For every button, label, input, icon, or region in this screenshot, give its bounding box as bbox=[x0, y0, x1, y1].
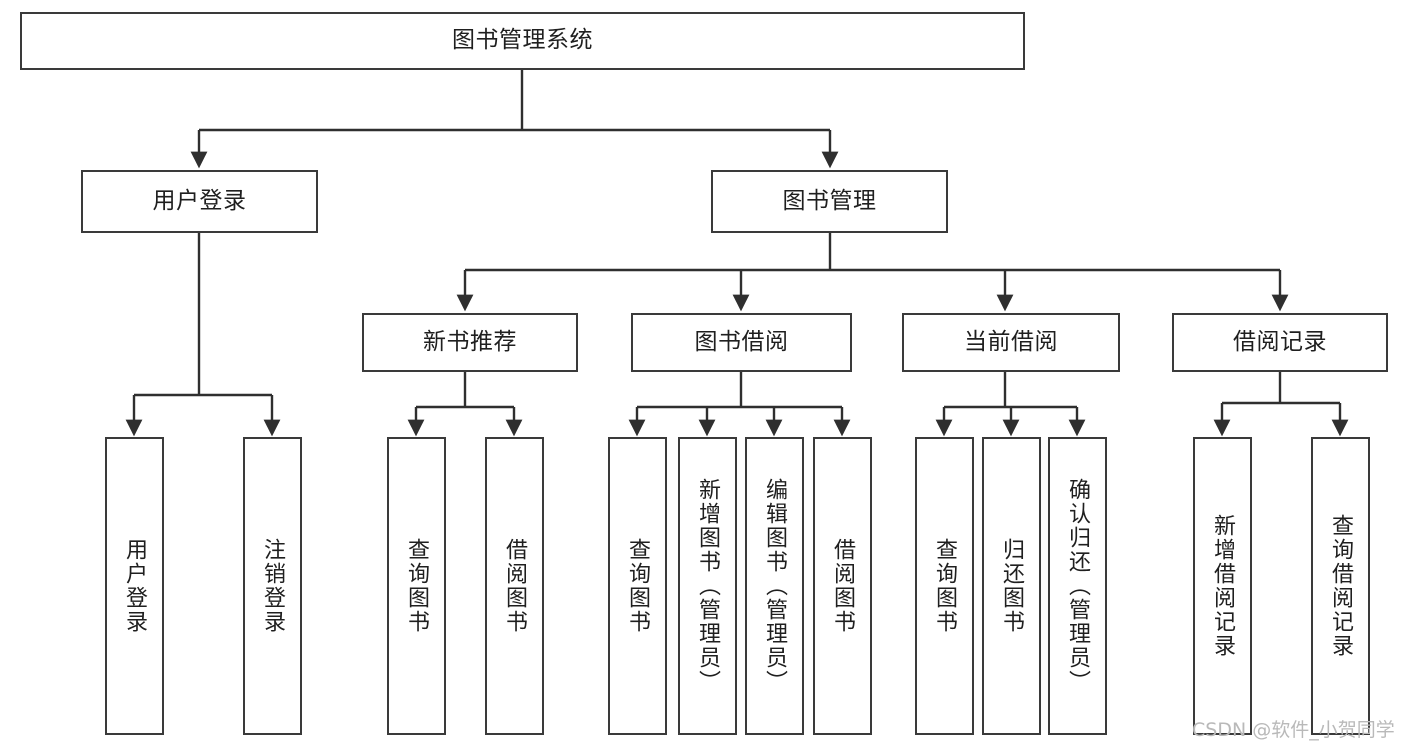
node-book-borrow[interactable]: 图书借阅 bbox=[631, 313, 852, 372]
node-label: 查询图书 bbox=[625, 538, 651, 634]
node-new-book-recommend[interactable]: 新书推荐 bbox=[362, 313, 578, 372]
node-label: 归还图书 bbox=[999, 538, 1025, 634]
node-label: 图书管理系统 bbox=[452, 27, 593, 54]
leaf-query-book-current[interactable]: 查询图书 bbox=[915, 437, 974, 735]
node-label: 编辑图书（管理员） bbox=[762, 478, 788, 694]
leaf-borrow-book-recommend[interactable]: 借阅图书 bbox=[485, 437, 544, 735]
leaf-edit-book[interactable]: 编辑图书（管理员） bbox=[745, 437, 804, 735]
node-label: 新书推荐 bbox=[423, 328, 517, 355]
node-label: 确认归还（管理员） bbox=[1065, 478, 1091, 694]
node-current-borrow[interactable]: 当前借阅 bbox=[902, 313, 1120, 372]
node-label: 查询借阅记录 bbox=[1328, 514, 1354, 658]
leaf-borrow-book[interactable]: 借阅图书 bbox=[813, 437, 872, 735]
leaf-confirm-return[interactable]: 确认归还（管理员） bbox=[1048, 437, 1107, 735]
node-label: 新增借阅记录 bbox=[1210, 514, 1236, 658]
node-user-login[interactable]: 用户登录 bbox=[81, 170, 318, 233]
node-book-management[interactable]: 图书管理 bbox=[711, 170, 948, 233]
node-label: 图书管理 bbox=[782, 187, 877, 214]
node-root-book-management-system[interactable]: 图书管理系统 bbox=[20, 12, 1025, 70]
leaf-add-book[interactable]: 新增图书（管理员） bbox=[678, 437, 737, 735]
leaf-query-book-recommend[interactable]: 查询图书 bbox=[387, 437, 446, 735]
leaf-user-login[interactable]: 用户登录 bbox=[105, 437, 164, 735]
node-borrow-record[interactable]: 借阅记录 bbox=[1172, 313, 1388, 372]
leaf-logout-login[interactable]: 注销登录 bbox=[243, 437, 302, 735]
leaf-query-book-borrow[interactable]: 查询图书 bbox=[608, 437, 667, 735]
node-label: 当前借阅 bbox=[964, 328, 1058, 355]
csdn-watermark: CSDN @软件_小贺同学 bbox=[1192, 719, 1395, 741]
node-label: 查询图书 bbox=[404, 538, 430, 634]
leaf-query-borrow-record[interactable]: 查询借阅记录 bbox=[1311, 437, 1370, 735]
node-label: 新增图书（管理员） bbox=[695, 478, 721, 694]
node-label: 用户登录 bbox=[122, 538, 148, 634]
node-label: 图书借阅 bbox=[694, 328, 789, 355]
node-label: 借阅图书 bbox=[502, 538, 528, 634]
node-label: 查询图书 bbox=[932, 538, 958, 634]
leaf-add-borrow-record[interactable]: 新增借阅记录 bbox=[1193, 437, 1252, 735]
leaf-return-book[interactable]: 归还图书 bbox=[982, 437, 1041, 735]
node-label: 借阅图书 bbox=[830, 538, 856, 634]
node-label: 借阅记录 bbox=[1233, 328, 1327, 355]
node-label: 用户登录 bbox=[152, 187, 247, 214]
node-label: 注销登录 bbox=[260, 538, 286, 634]
